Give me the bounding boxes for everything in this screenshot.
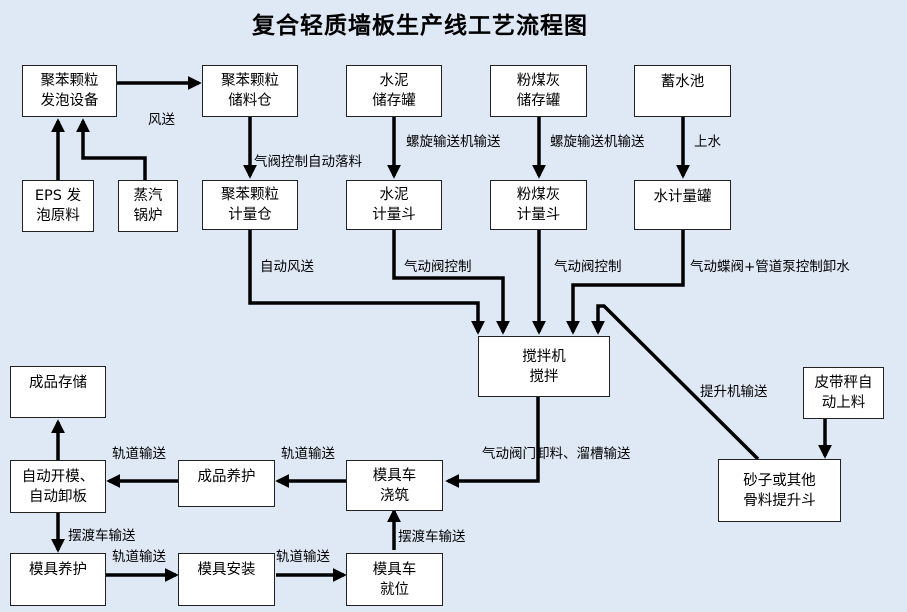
node-pellet-storage: 聚苯颗粒 储料仓 (202, 65, 298, 117)
label-rail-3: 轨道输送 (112, 549, 166, 565)
node-label: 成品存储 (29, 375, 87, 391)
arrow-boiler-to-foam (76, 118, 147, 180)
node-steam-boiler: 蒸汽 锅炉 (118, 180, 178, 232)
label-transfer-2: 摆渡车输送 (398, 529, 466, 545)
arrow-pellet-to-mixer (248, 230, 485, 335)
node-label: 粉煤灰 计量斗 (516, 187, 561, 223)
label-auto-wind: 自动风送 (260, 259, 314, 275)
node-aggregate-hoist: 砂子或其他 骨料提升斗 (718, 459, 841, 522)
node-label: 模具车 浇筑 (372, 467, 417, 504)
label-rail-1: 轨道输送 (112, 446, 166, 462)
node-label: 模具养护 (29, 562, 87, 578)
node-label: 蒸汽 锅炉 (133, 188, 163, 224)
label-discharge-trough: 气动阀门卸料、溜槽输送 (482, 446, 631, 462)
node-label: 水计量罐 (653, 189, 712, 205)
node-label: EPS 发 泡原料 (34, 188, 82, 224)
arrow-cement-to-mixer (392, 230, 510, 335)
node-eps-material: EPS 发 泡原料 (22, 180, 94, 232)
node-label: 聚苯颗粒 储料仓 (221, 73, 279, 109)
node-flyash-tank: 粉煤灰 储存罐 (490, 65, 587, 117)
label-screw-conveyor-1: 螺旋输送机输送 (406, 134, 501, 150)
label-butterfly-valve: 气动蝶阀+管道泵控制卸水 (690, 259, 850, 275)
node-flyash-meter: 粉煤灰 计量斗 (490, 180, 587, 230)
diagram-title: 复合轻质墙板生产线工艺流程图 (252, 12, 588, 39)
label-pneumatic-2: 气动阀控制 (554, 259, 622, 275)
label-screw-conveyor-2: 螺旋输送机输送 (550, 134, 645, 150)
node-label: 搅拌机 搅拌 (522, 348, 566, 385)
node-mold-install: 模具安装 (178, 553, 275, 606)
node-mold-casting: 模具车 浇筑 (346, 460, 443, 511)
node-mold-position: 模具车 就位 (346, 553, 443, 606)
node-water-meter: 水计量罐 (634, 180, 731, 230)
node-mold-curing: 模具养护 (10, 553, 106, 606)
label-pneumatic-1: 气动阀控制 (404, 259, 472, 275)
node-cement-meter: 水泥 计量斗 (346, 180, 442, 230)
node-belt-scale: 皮带秤自 动上料 (803, 367, 884, 419)
node-label: 粉煤灰 储存罐 (516, 73, 561, 109)
node-label: 模具安装 (197, 562, 256, 578)
node-label: 皮带秤自 动上料 (814, 375, 873, 411)
node-label: 聚苯颗粒 计量仓 (221, 187, 279, 223)
node-label: 水泥 储存罐 (372, 73, 416, 109)
node-product-curing: 成品养护 (178, 460, 275, 507)
arrow-water-to-mixer (566, 230, 685, 335)
label-rail-4: 轨道输送 (276, 549, 330, 565)
node-label: 成品养护 (197, 469, 256, 485)
node-product-storage: 成品存储 (10, 366, 106, 418)
node-pellet-meter: 聚苯颗粒 计量仓 (202, 180, 298, 230)
node-mixer: 搅拌机 搅拌 (478, 336, 610, 397)
label-hoist-conveyor: 提升机输送 (700, 384, 768, 400)
arrow-mixer-to-casting (445, 397, 540, 488)
node-label: 砂子或其他 骨料提升斗 (743, 472, 816, 509)
node-label: 水泥 计量斗 (372, 187, 416, 223)
node-cement-tank: 水泥 储存罐 (346, 65, 442, 117)
node-reservoir: 蓄水池 (634, 65, 731, 117)
node-label: 自动开模、 自动卸板 (21, 468, 95, 505)
node-auto-open: 自动开模、 自动卸板 (10, 460, 106, 513)
label-transfer-1: 摆渡车输送 (68, 528, 136, 544)
label-wind-send: 风送 (148, 112, 175, 128)
arrow-hoist-to-mixer (591, 304, 760, 461)
node-label: 蓄水池 (660, 74, 705, 90)
label-rail-2: 轨道输送 (281, 446, 335, 462)
node-foam-equipment: 聚苯颗粒 发泡设备 (22, 65, 117, 117)
node-label: 模具车 就位 (372, 561, 417, 598)
node-label: 聚苯颗粒 发泡设备 (40, 73, 99, 109)
label-pneumatic-valve-drop: 气阀控制自动落料 (254, 154, 362, 170)
label-water-up: 上水 (694, 134, 721, 150)
